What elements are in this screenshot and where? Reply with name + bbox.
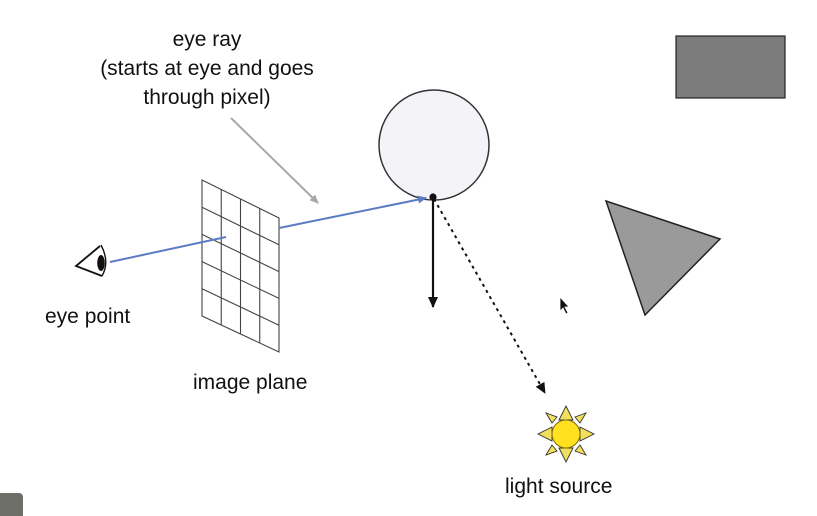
image-plane-label: image plane (193, 371, 308, 394)
corner-widget[interactable] (0, 493, 23, 516)
mouse-cursor-icon (559, 295, 570, 315)
annotation-arrow (230, 117, 319, 204)
eye-ray-segment-2 (278, 195, 427, 229)
light-source-label: light source (505, 475, 613, 498)
sun-icon (536, 404, 596, 464)
eye-ray-label: eye ray (starts at eye and goes through … (70, 26, 344, 113)
image-plane-grid (201, 179, 280, 353)
eye-ray-label-line-3: through pixel) (143, 86, 271, 109)
eye-ray-label-line-1: eye ray (172, 28, 242, 51)
sphere (378, 89, 490, 201)
gray-rectangle (675, 35, 786, 99)
eye-icon (74, 244, 107, 277)
eye-ray-segment-1 (109, 236, 227, 263)
gray-triangle (604, 199, 722, 317)
eye-point-label: eye point (45, 305, 131, 328)
eye-ray-label-line-2: (starts at eye and goes (100, 57, 314, 80)
shadow-ray (433, 198, 546, 394)
